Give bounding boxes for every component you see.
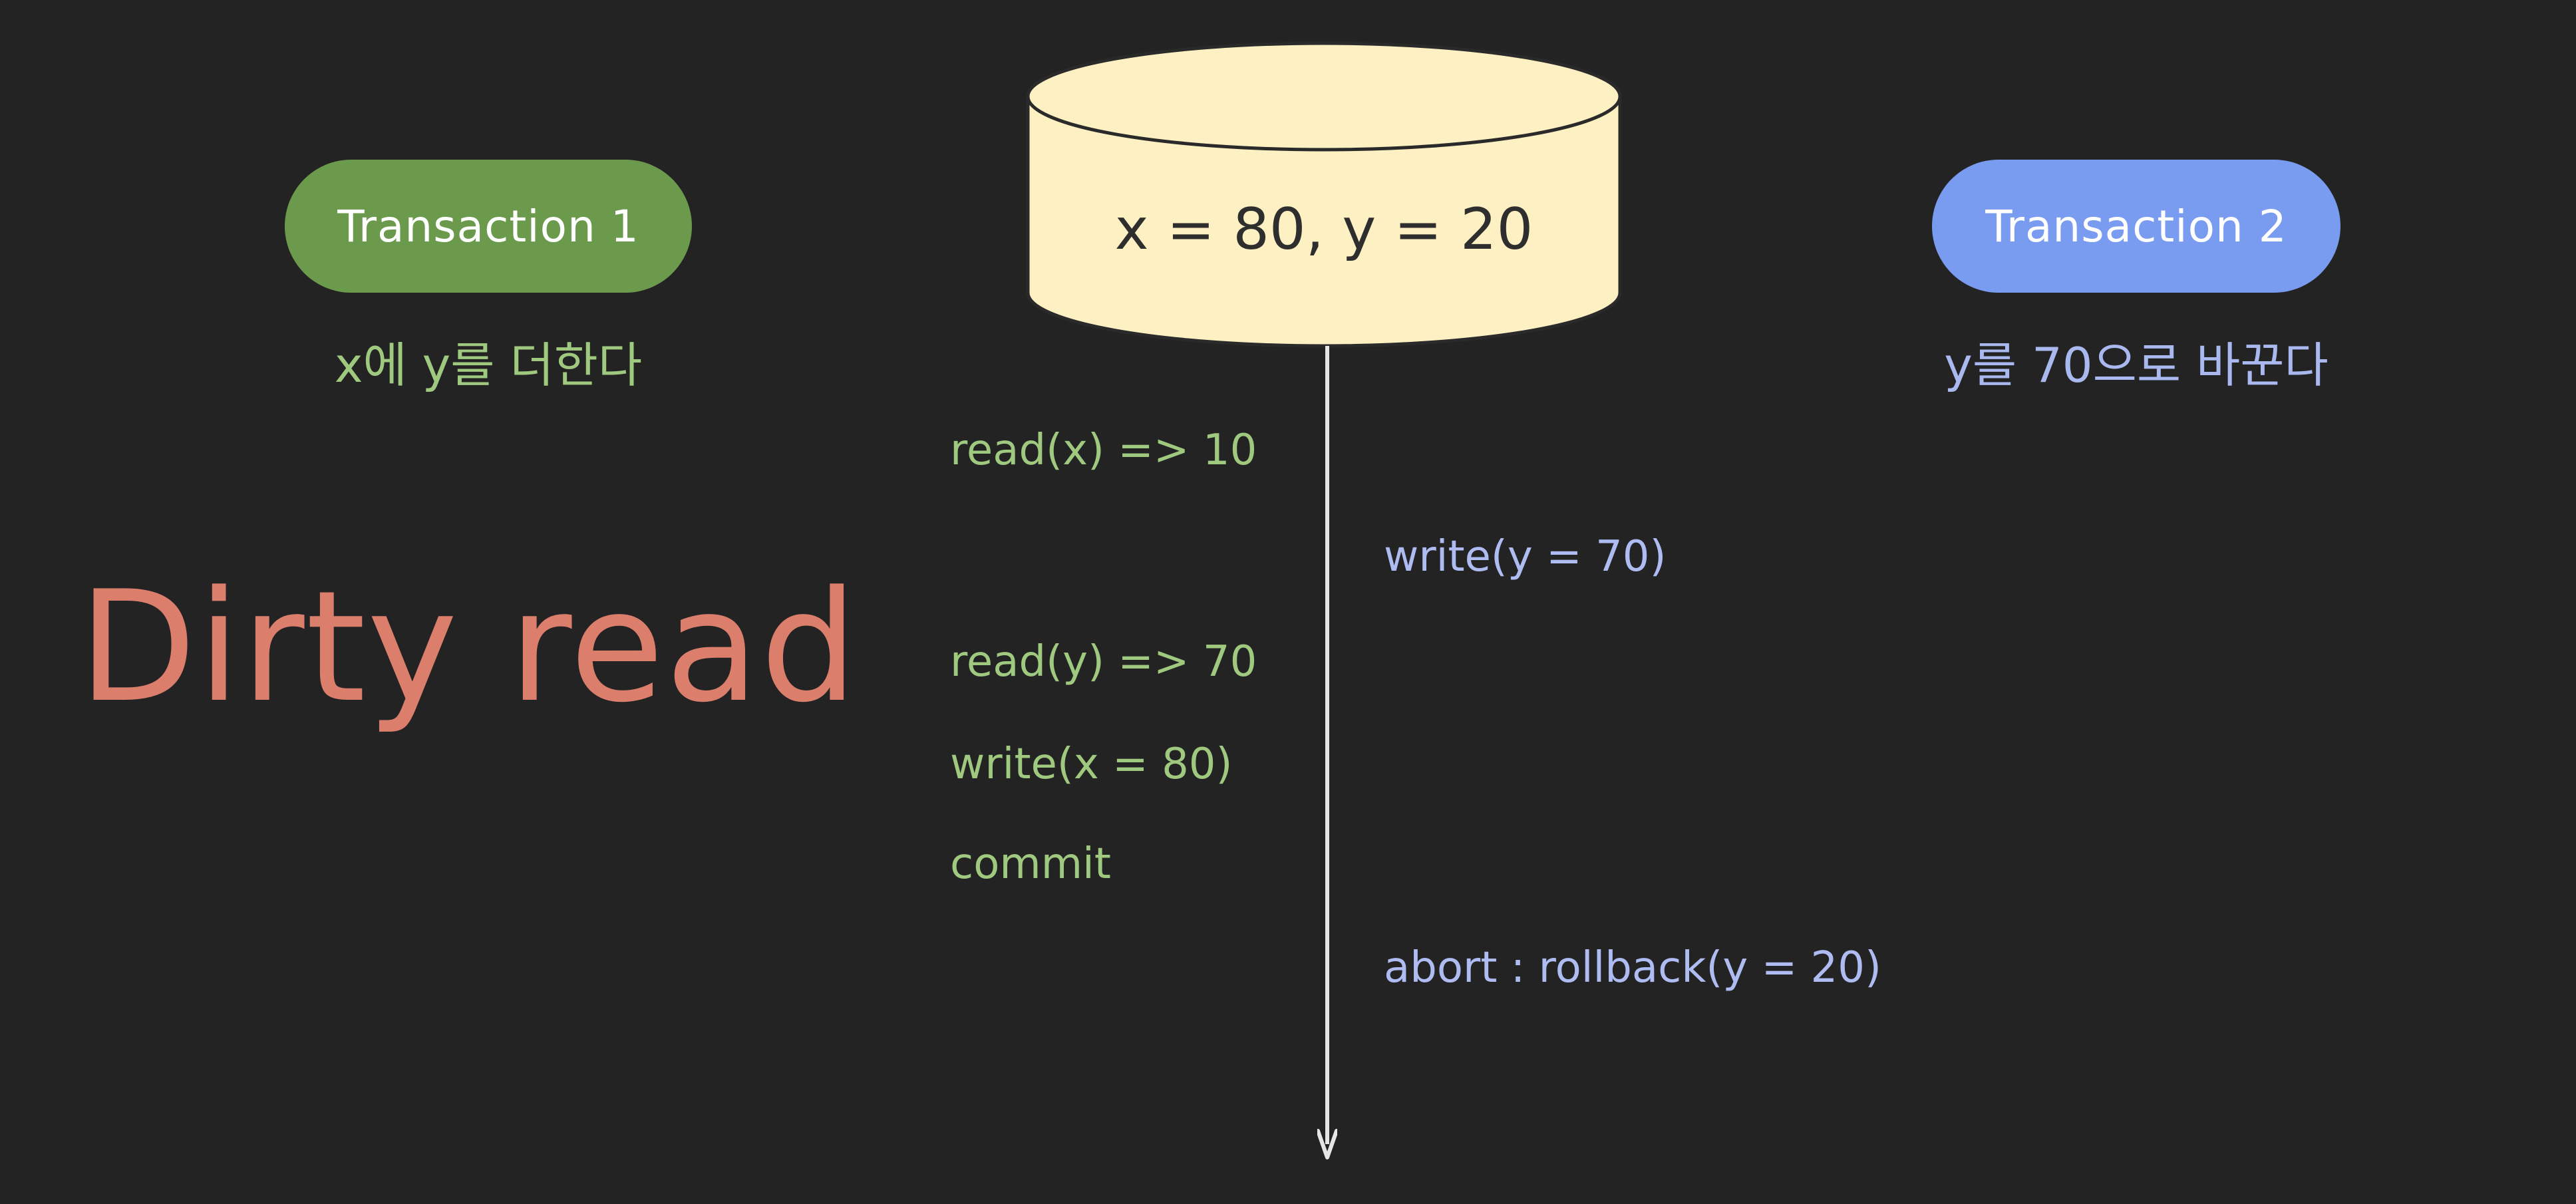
transaction-2-badge: Transaction 2: [1932, 160, 2340, 293]
database-value: x = 80, y = 20: [1114, 196, 1533, 263]
t1-read-x: read(x) => 10: [950, 426, 1257, 475]
timeline-arrow: [1317, 346, 1337, 1159]
transaction-2-label: Transaction 2: [1985, 200, 2287, 252]
t2-write-y: write(y = 70): [1384, 532, 1667, 581]
t1-commit: commit: [950, 839, 1111, 889]
t1-write-x: write(x = 80): [950, 740, 1233, 789]
transaction-1-description: x에 y를 더한다: [334, 337, 643, 393]
t2-abort-rollback: abort : rollback(y = 20): [1384, 943, 1881, 992]
t1-read-y: read(y) => 70: [950, 637, 1257, 686]
diagram-title: Dirty read: [79, 559, 859, 736]
transaction-2-description: y를 70으로 바꾼다: [1944, 337, 2329, 393]
transaction-1-badge: Transaction 1: [285, 160, 692, 293]
database-cylinder-icon: [1026, 41, 1622, 348]
transaction-1-label: Transaction 1: [337, 200, 639, 252]
